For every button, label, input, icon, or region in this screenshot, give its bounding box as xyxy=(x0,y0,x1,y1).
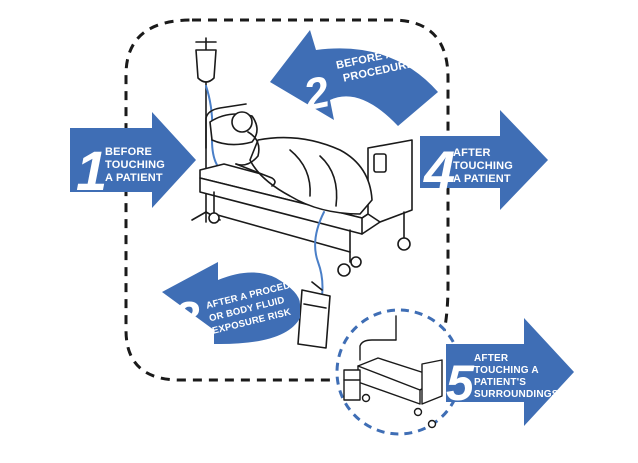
moment-5-line-1: AFTER xyxy=(474,353,509,364)
svg-text:BEFORE TOUCHING A: BEFORE TOUCHING A PATIENT xyxy=(105,146,168,184)
moment-1-line-1: BEFORE xyxy=(105,146,152,158)
moment-4-number: 4 xyxy=(423,139,455,202)
moment-1-arrow: 1 BEFORE TOUCHING A PATIENT xyxy=(70,112,196,208)
moment-5-number: 5 xyxy=(446,355,475,411)
hospital-bed-patient-icon xyxy=(191,37,413,349)
moment-4-line-3: A PATIENT xyxy=(453,173,511,185)
moment-4-line-1: AFTER xyxy=(453,147,491,159)
moment-4-arrow: 4 AFTER TOUCHING A PATIENT xyxy=(420,110,548,210)
svg-text:AFTER TOUCHING A P: AFTER TOUCHING A PATIENT xyxy=(453,147,516,185)
moment-5-line-2: TOUCHING A xyxy=(474,365,538,376)
moment-1-number: 1 xyxy=(76,139,107,202)
moment-5-arrow: 5 AFTER TOUCHING A PATIENT'S SURROUNDING… xyxy=(446,318,574,426)
moment-2-arrow: 2 BEFORE A PROCEDURE xyxy=(270,30,438,126)
moment-3-arrow: 3 AFTER A PROCEDURE OR BODY FLUID EXPOSU… xyxy=(162,262,312,344)
svg-text:AFTER TOUCHING A P: AFTER TOUCHING A PATIENT'S SURROUNDINGS xyxy=(474,353,559,400)
moment-4-line-2: TOUCHING xyxy=(453,160,513,172)
urine-drainage-bag-icon xyxy=(297,281,331,349)
moment-1-line-3: A PATIENT xyxy=(105,172,163,184)
moment-3-number: 3 xyxy=(174,292,200,344)
moment-1-line-2: TOUCHING xyxy=(105,159,165,171)
moment-5-line-3: PATIENT'S xyxy=(474,377,526,388)
empty-bed-surroundings-icon xyxy=(343,315,443,429)
moment-5-line-4: SURROUNDINGS xyxy=(474,389,559,400)
patient-zone-boundary xyxy=(124,18,450,382)
